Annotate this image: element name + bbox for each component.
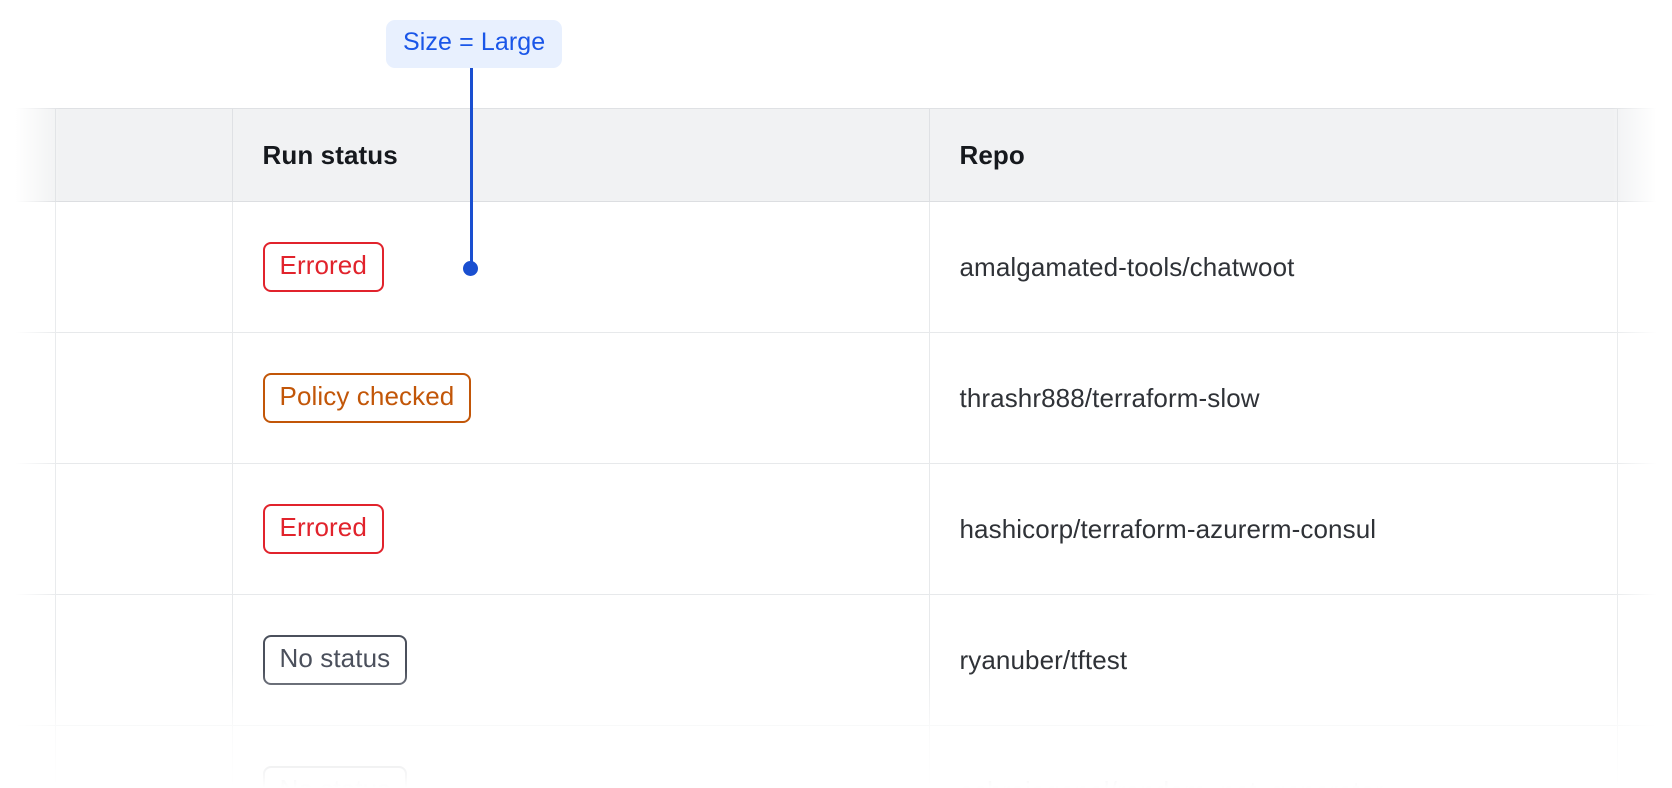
status-badge: Errored [262,242,384,292]
row-select-cell[interactable] [55,201,233,333]
column-header-select [55,108,233,202]
row-lead-cell [0,725,56,788]
status-badge: Errored [262,504,384,554]
status-badge: No status [262,766,408,788]
row-tail-cell [1617,201,1672,333]
cell-repo[interactable]: hashicorp/terraform-azurerm-consul [929,463,1618,595]
row-lead-cell [0,463,56,595]
table-row[interactable]: No status ryanuber/tftest [0,594,1672,726]
row-lead-cell [0,332,56,464]
table-row[interactable]: No status ashrajagopal/random_pet_genera… [0,725,1672,788]
row-tail-cell [1617,725,1672,788]
cell-run-status: Errored [232,463,930,595]
annotation-callout-label: Size = Large [386,20,563,68]
row-select-cell[interactable] [55,463,233,595]
row-lead-cell [0,201,56,333]
table-row[interactable]: Errored hashicorp/terraform-azurerm-cons… [0,463,1672,595]
cell-repo[interactable]: ryanuber/tftest [929,594,1618,726]
column-header-lead [0,108,56,202]
annotation-leader-dot [463,261,478,276]
table-scroll-region[interactable]: Run status Repo Errored amalgamated-tool… [0,108,1672,788]
cell-run-status: No status [232,594,930,726]
row-lead-cell [0,594,56,726]
row-select-cell[interactable] [55,725,233,788]
row-tail-cell [1617,594,1672,726]
table-header: Run status Repo [0,108,1672,202]
cell-run-status: No status [232,725,930,788]
table-row[interactable]: Policy checked thrashr888/terraform-slow [0,332,1672,464]
row-select-cell[interactable] [55,332,233,464]
runs-table: Run status Repo Errored amalgamated-tool… [0,108,1672,788]
status-badge: Policy checked [262,373,472,423]
cell-run-status: Policy checked [232,332,930,464]
column-header-repo[interactable]: Repo [929,108,1618,202]
row-select-cell[interactable] [55,594,233,726]
table-row[interactable]: Errored amalgamated-tools/chatwoot [0,201,1672,333]
cell-repo[interactable]: ashrajagopal/random_pet_generator [929,725,1618,788]
header-row: Run status Repo [0,108,1672,202]
cell-repo[interactable]: amalgamated-tools/chatwoot [929,201,1618,333]
column-header-run-status[interactable]: Run status [232,108,930,202]
cell-repo[interactable]: thrashr888/terraform-slow [929,332,1618,464]
cell-run-status: Errored [232,201,930,333]
status-badge: No status [262,635,408,685]
row-tail-cell [1617,463,1672,595]
column-header-tail [1617,108,1672,202]
table-body: Errored amalgamated-tools/chatwoot Polic… [0,201,1672,788]
row-tail-cell [1617,332,1672,464]
annotation-leader-line [470,59,473,269]
